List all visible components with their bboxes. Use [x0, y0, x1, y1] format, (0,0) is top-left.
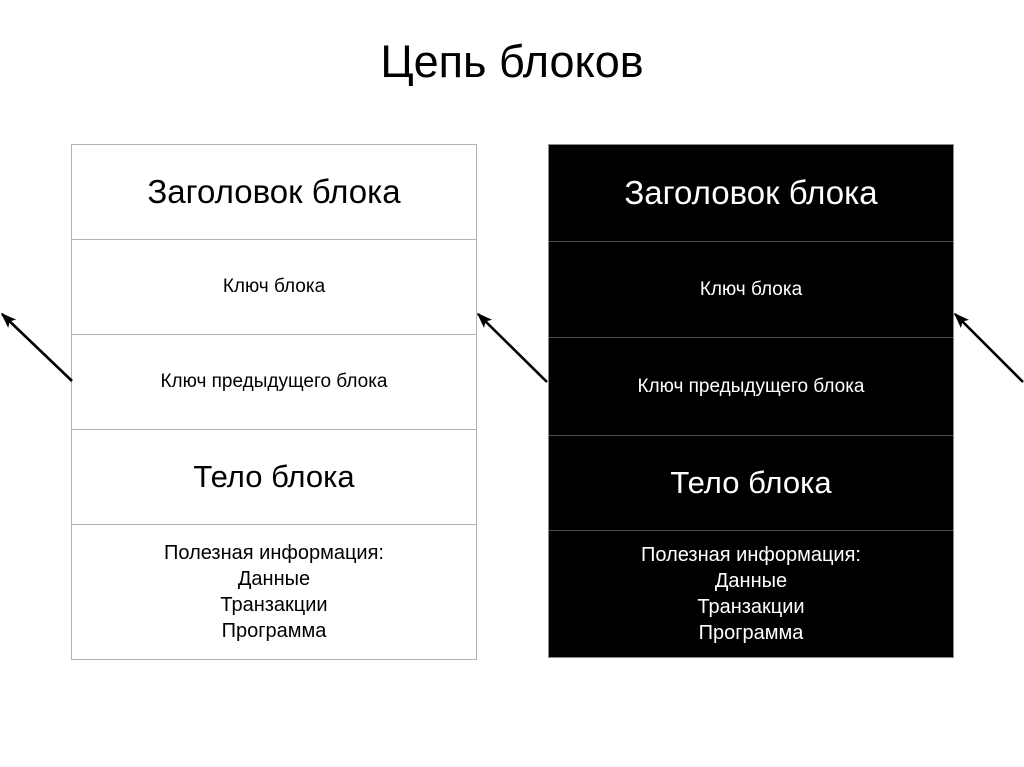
block-light-key-row: Ключ блока — [72, 239, 476, 334]
arrow-to-previous-offscreen-left — [0, 312, 73, 382]
block-light-key-label: Ключ блока — [222, 276, 326, 297]
block-light-body-label: Тело блока — [193, 459, 355, 494]
block-light-header-label: Заголовок блока — [147, 173, 401, 210]
block-light-payload-label: Полезная информация: Данные Транзакции П… — [164, 542, 384, 642]
block-dark: Заголовок блока Ключ блока Ключ предыдущ… — [548, 144, 954, 658]
block-light-body-row: Тело блока — [72, 429, 476, 524]
block-dark-key-label: Ключ блока — [699, 278, 803, 300]
block-dark-key-row: Ключ блока — [549, 241, 953, 337]
block-dark-payload-row: Полезная информация: Данные Транзакции П… — [549, 530, 953, 657]
block-dark-previous-key-row: Ключ предыдущего блока — [549, 337, 953, 435]
arrow-dark-to-light — [476, 312, 548, 383]
block-dark-header-row: Заголовок блока — [549, 145, 953, 241]
block-dark-payload-label: Полезная информация: Данные Транзакции П… — [641, 544, 861, 644]
page-title: Цепь блоков — [380, 36, 644, 87]
block-dark-body-label: Тело блока — [670, 465, 832, 500]
block-light: Заголовок блока Ключ блока Ключ предыдущ… — [71, 144, 477, 660]
block-light-payload-row: Полезная информация: Данные Транзакции П… — [72, 524, 476, 659]
block-light-previous-key-row: Ключ предыдущего блока — [72, 334, 476, 429]
block-light-header-row: Заголовок блока — [72, 145, 476, 239]
block-dark-header-label: Заголовок блока — [624, 174, 878, 211]
block-light-previous-key-label: Ключ предыдущего блока — [160, 371, 388, 392]
block-dark-previous-key-label: Ключ предыдущего блока — [637, 375, 865, 397]
block-dark-body-row: Тело блока — [549, 435, 953, 530]
arrow-offscreen-right-to-dark — [953, 312, 1024, 383]
